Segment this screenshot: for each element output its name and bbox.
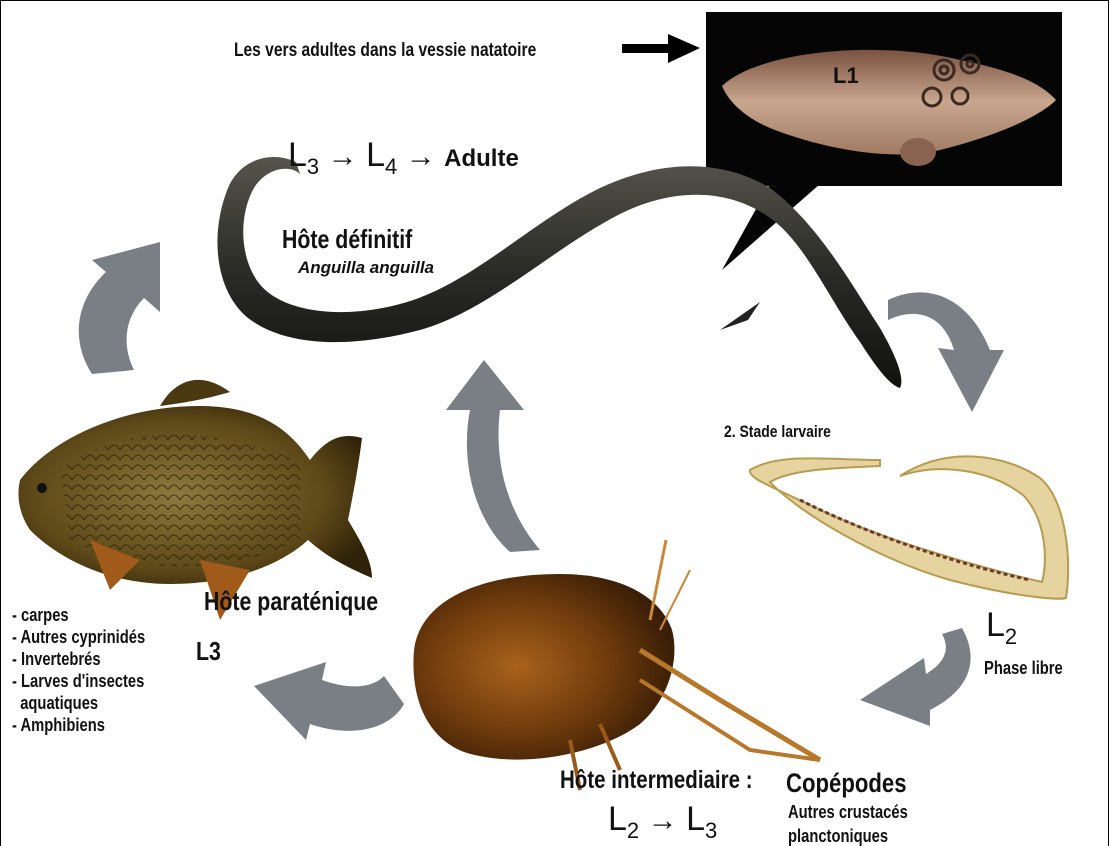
formula-top-b: L bbox=[366, 136, 385, 174]
definitive-host-label: Hôte définitif bbox=[282, 224, 412, 255]
larva-illustration bbox=[750, 456, 1068, 598]
formula-l2-a-sub: 2 bbox=[1005, 624, 1017, 649]
copepods-sub2: planctoniques bbox=[788, 826, 888, 846]
paratenic-list-item: - Autres cyprinidés bbox=[12, 626, 145, 648]
arrow-carp-to-eel bbox=[79, 242, 160, 374]
paratenic-list-item: - Larves d'insectes bbox=[12, 670, 145, 692]
formula-bottom-a-sub: 2 bbox=[627, 818, 639, 843]
formula-bottom-b-sub: 3 bbox=[705, 818, 717, 843]
paratenic-list-item: - Invertebrés bbox=[12, 648, 145, 670]
pointer-arrow bbox=[622, 34, 700, 63]
formula-l2: L2 bbox=[986, 606, 1017, 650]
arrow-eel-to-larva bbox=[888, 292, 1004, 412]
paratenic-list-item: aquatiques bbox=[12, 692, 145, 714]
formula-bottom-arrow: → bbox=[648, 804, 678, 837]
intermediate-host-label: Hôte intermediaire : bbox=[560, 766, 753, 795]
formula-intermediate: L2 → L3 bbox=[608, 800, 717, 844]
formula-top-arrow2: → bbox=[406, 140, 436, 173]
swim-bladder-caption: Les vers adultes dans la vessie natatoir… bbox=[234, 40, 536, 62]
l1-marker: L1 bbox=[833, 63, 859, 88]
larval-stage-label: 2. Stade larvaire bbox=[724, 422, 831, 442]
free-phase-label: Phase libre bbox=[984, 658, 1063, 679]
copepod-illustration bbox=[413, 540, 820, 790]
formula-bottom-a: L bbox=[608, 800, 627, 838]
arrow-copepod-to-eel bbox=[446, 360, 540, 552]
formula-top-c: Adulte bbox=[444, 145, 519, 172]
swim-bladder-photo: L1 bbox=[706, 12, 1062, 186]
copepods-label: Copépodes bbox=[786, 768, 907, 799]
paratenic-host-label: Hôte paraténique bbox=[204, 586, 378, 617]
formula-definitive: L3 → L4 → Adulte bbox=[288, 136, 519, 180]
formula-top-a: L bbox=[288, 136, 307, 174]
formula-top-arrow1: → bbox=[328, 140, 358, 173]
formula-top-a-sub: 3 bbox=[307, 154, 319, 179]
definitive-species-label: Anguilla anguilla bbox=[298, 258, 434, 278]
formula-l2-a: L bbox=[986, 606, 1005, 644]
formula-bottom-b: L bbox=[686, 800, 705, 838]
paratenic-host-list: - carpes - Autres cyprinidés - Invertebr… bbox=[12, 604, 145, 736]
arrow-larva-to-copepod bbox=[860, 628, 971, 726]
paratenic-list-item: - Amphibiens bbox=[12, 714, 145, 736]
arrow-copepod-to-carp bbox=[254, 662, 404, 740]
paratenic-list-item: - carpes bbox=[12, 604, 145, 626]
copepods-sub1: Autres crustacés bbox=[788, 802, 908, 823]
l3-label: L3 bbox=[196, 636, 221, 667]
carp-illustration bbox=[18, 380, 372, 620]
formula-top-b-sub: 4 bbox=[385, 154, 397, 179]
